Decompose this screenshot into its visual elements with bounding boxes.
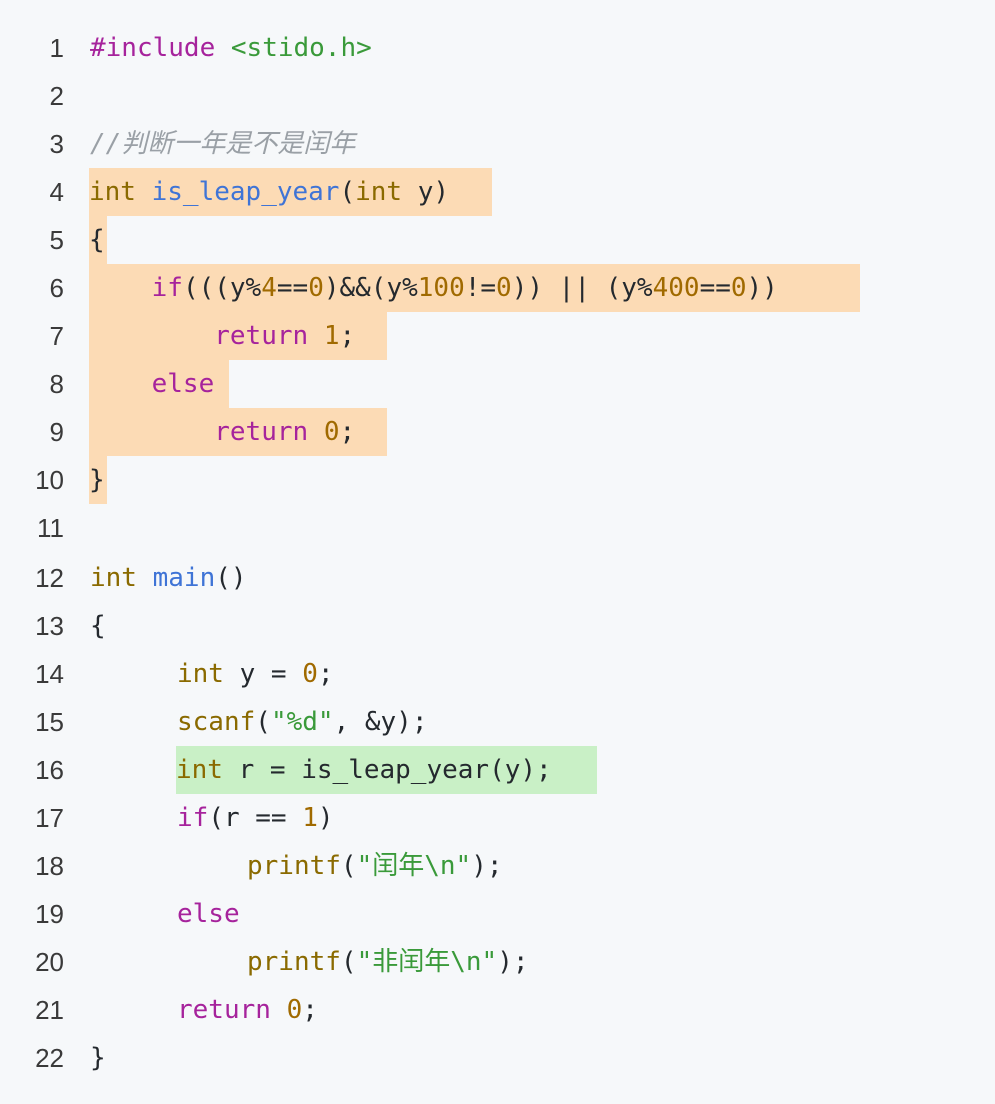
code-text-highlighted[interactable]: } xyxy=(89,456,107,504)
line-number: 4 xyxy=(49,177,64,207)
line-number: 18 xyxy=(35,851,64,881)
code-comment[interactable]: //判断一年是不是闰年 xyxy=(90,129,356,159)
code-line: 20 printf("非闰年\n"); xyxy=(0,938,995,986)
line-number: 20 xyxy=(35,947,64,977)
code-line: 18 printf("闰年\n"); xyxy=(0,842,995,890)
code-line: 3 //判断一年是不是闰年 xyxy=(0,120,995,168)
line-number: 3 xyxy=(49,129,64,159)
line-number: 8 xyxy=(49,369,64,399)
code-line: 19 else xyxy=(0,890,995,938)
code-text[interactable]: return 0; xyxy=(177,995,318,1025)
code-line: 7 return 1; xyxy=(0,312,995,360)
code-text-highlighted[interactable]: { xyxy=(89,216,107,264)
line-number: 16 xyxy=(35,755,64,785)
line-number: 19 xyxy=(35,899,64,929)
code-line: 14 int y = 0; xyxy=(0,650,995,698)
code-line: 22 } xyxy=(0,1034,995,1082)
line-number: 15 xyxy=(35,707,64,737)
code-text[interactable]: #include <stido.h> xyxy=(90,33,372,63)
code-line: 8 else xyxy=(0,360,995,408)
line-number: 17 xyxy=(35,803,64,833)
code-line: 9 return 0; xyxy=(0,408,995,456)
code-line: 15 scanf("%d", &y); xyxy=(0,698,995,746)
line-number: 6 xyxy=(49,273,64,303)
line-number: 1 xyxy=(49,33,64,63)
code-text[interactable]: } xyxy=(90,1043,106,1073)
line-number: 11 xyxy=(37,513,64,543)
code-text[interactable]: else xyxy=(177,899,240,929)
code-text-highlighted[interactable]: int is_leap_year(int y) xyxy=(89,168,492,216)
line-number: 10 xyxy=(35,465,64,495)
code-text[interactable]: scanf("%d", &y); xyxy=(177,707,428,737)
code-text-highlighted[interactable]: int r = is_leap_year(y); xyxy=(176,746,597,794)
code-text[interactable]: printf("闰年\n"); xyxy=(247,851,503,881)
code-text-highlighted[interactable]: return 0; xyxy=(89,408,387,456)
code-line: 5 { xyxy=(0,216,995,264)
code-line: 11 xyxy=(0,504,995,552)
line-number: 22 xyxy=(35,1043,64,1073)
line-number: 2 xyxy=(49,81,64,111)
code-text[interactable]: int main() xyxy=(90,563,247,593)
code-line: 2 xyxy=(0,72,995,120)
line-number: 14 xyxy=(35,659,64,689)
line-number: 9 xyxy=(49,417,64,447)
line-number: 21 xyxy=(35,995,64,1025)
code-line: 6 if(((y%4==0)&&(y%100!=0)) || (y%400==0… xyxy=(0,264,995,312)
code-text[interactable]: if(r == 1) xyxy=(177,803,334,833)
code-text[interactable]: printf("非闰年\n"); xyxy=(247,947,529,977)
code-text-highlighted[interactable]: else xyxy=(89,360,229,408)
code-text-highlighted[interactable]: return 1; xyxy=(89,312,387,360)
code-line: 4 int is_leap_year(int y) xyxy=(0,168,995,216)
code-text[interactable]: int y = 0; xyxy=(177,659,334,689)
code-line: 1 #include <stido.h> xyxy=(0,24,995,72)
code-line: 10 } xyxy=(0,456,995,504)
line-number: 5 xyxy=(49,225,64,255)
code-line: 16 int r = is_leap_year(y); xyxy=(0,746,995,794)
code-line: 17 if(r == 1) xyxy=(0,794,995,842)
line-number: 13 xyxy=(35,611,64,641)
code-line: 13 { xyxy=(0,602,995,650)
code-line: 12 int main() xyxy=(0,554,995,602)
line-number: 7 xyxy=(49,321,64,351)
code-line: 21 return 0; xyxy=(0,986,995,1034)
line-number: 12 xyxy=(35,563,64,593)
code-text[interactable]: { xyxy=(90,611,106,641)
code-text-highlighted[interactable]: if(((y%4==0)&&(y%100!=0)) || (y%400==0)) xyxy=(89,264,860,312)
